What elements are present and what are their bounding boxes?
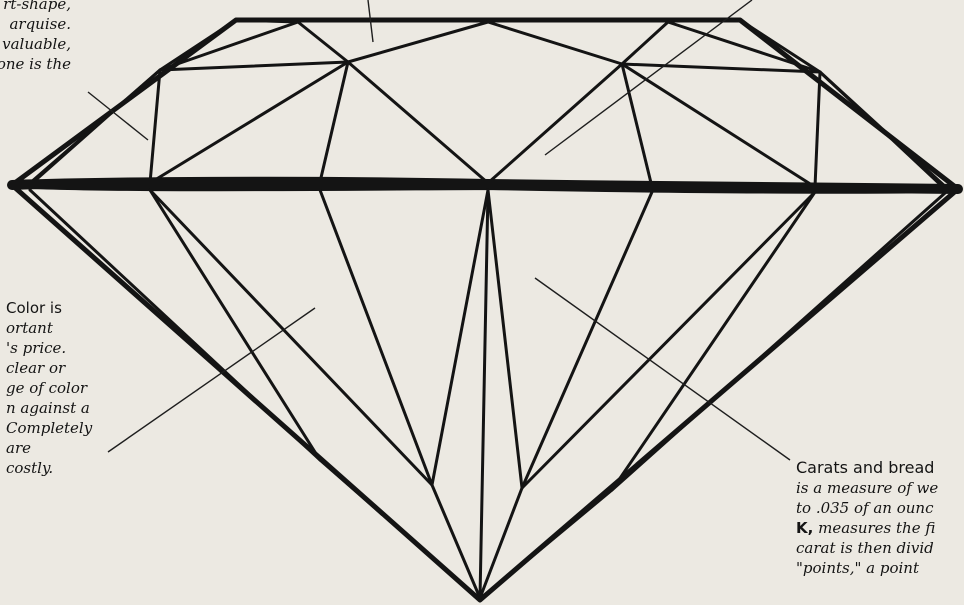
cut-caption: rt-shape, arquise. valuable, one is the [0,0,71,74]
color-line-1: Color is [6,298,92,318]
girdle [12,182,958,191]
carat-k-letter: K, [796,519,813,537]
cut-line-3: valuable, [0,34,71,54]
carat-line-2: to .035 of an ounc [796,498,938,518]
color-line-9: costly. [6,458,92,478]
color-line-2: ortant [6,318,92,338]
cut-line-4: one is the [0,54,71,74]
color-line-4: clear or [6,358,92,378]
carat-line-5: "points," a point [796,558,938,578]
carat-line-4: carat is then divid [796,538,938,558]
carat-line-3: K, measures the fi [796,518,938,538]
leader-color [108,308,315,452]
color-line-5: ge of color [6,378,92,398]
crown-facets [30,20,948,189]
color-line-8: are [6,438,92,458]
leader-cut [88,92,148,140]
cut-line-1: rt-shape, [0,0,71,14]
leader-top-right [545,0,752,155]
color-line-6: n against a [6,398,92,418]
color-caption: Color is ortant 's price. clear or ge of… [6,298,92,478]
cut-line-2: arquise. [0,14,71,34]
carat-caption: Carats and bread is a measure of we to .… [796,458,938,578]
carat-heading: Carats and bread [796,458,938,478]
color-line-3: 's price. [6,338,92,358]
carat-line-3-text: measures the fi [818,519,935,537]
carat-line-1: is a measure of we [796,478,938,498]
color-line-7: Completely [6,418,92,438]
